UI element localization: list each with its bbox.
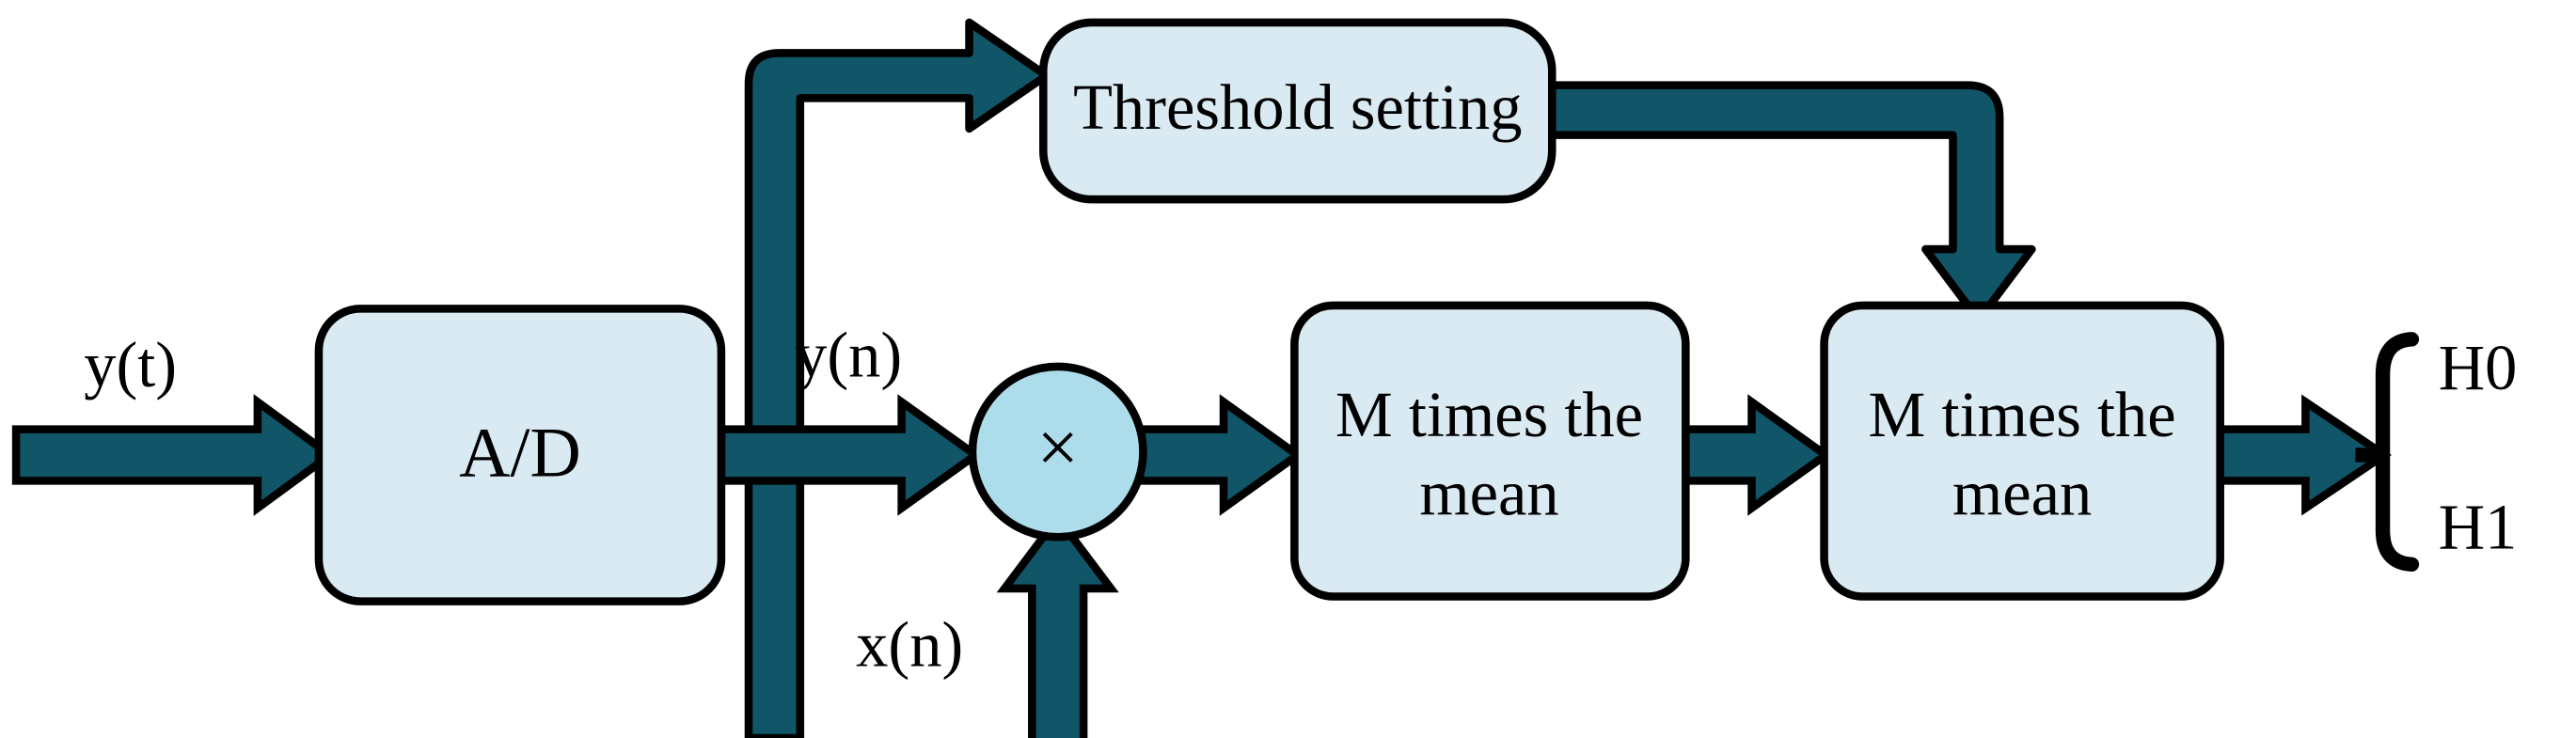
label-x-of-n: x(n) (856, 608, 963, 680)
label-h0: H0 (2439, 332, 2518, 403)
block-mean-2-label-line2: mean (1952, 458, 2092, 529)
connector-mean2-to-decision (2216, 394, 2392, 516)
block-mean-2[interactable]: M times the mean (1820, 301, 2224, 601)
block-mean-1-label-line1: M times the (1335, 379, 1643, 450)
block-ad-label: A/D (459, 414, 581, 492)
block-threshold-setting[interactable]: Threshold setting (1039, 18, 1557, 204)
decision-bracket (2355, 332, 2420, 572)
connector-input-to-ad (11, 394, 338, 516)
connector-threshold-to-mean2 (1544, 81, 2036, 324)
label-h1: H1 (2439, 492, 2518, 563)
block-mean-1-label-line2: mean (1419, 458, 1558, 529)
node-multiplier[interactable]: × (968, 362, 1147, 542)
block-ad-shape[interactable] (314, 305, 726, 605)
multiply-icon: × (1036, 407, 1078, 489)
block-ad[interactable]: A/D (314, 305, 726, 605)
connector-mean1-to-mean2 (1682, 394, 1833, 516)
connector-ad-to-multiplier (717, 394, 983, 516)
connector-multiplier-to-mean1 (1135, 394, 1305, 516)
label-y-of-t: y(t) (84, 329, 177, 400)
node-multiplier-shape[interactable] (968, 362, 1147, 542)
block-mean-2-shape[interactable] (1820, 301, 2224, 601)
block-threshold-setting-label: Threshold setting (1073, 71, 1522, 143)
block-mean-1[interactable]: M times the mean (1290, 301, 1690, 601)
connector-xn-to-multiplier (996, 510, 1119, 738)
block-mean-1-shape[interactable] (1290, 301, 1690, 601)
block-threshold-setting-shape[interactable] (1039, 18, 1557, 204)
block-mean-2-label-line1: M times the (1869, 379, 2176, 450)
label-y-of-n: y(n) (795, 320, 902, 391)
connector-ad-branch-to-threshold (744, 18, 1051, 738)
